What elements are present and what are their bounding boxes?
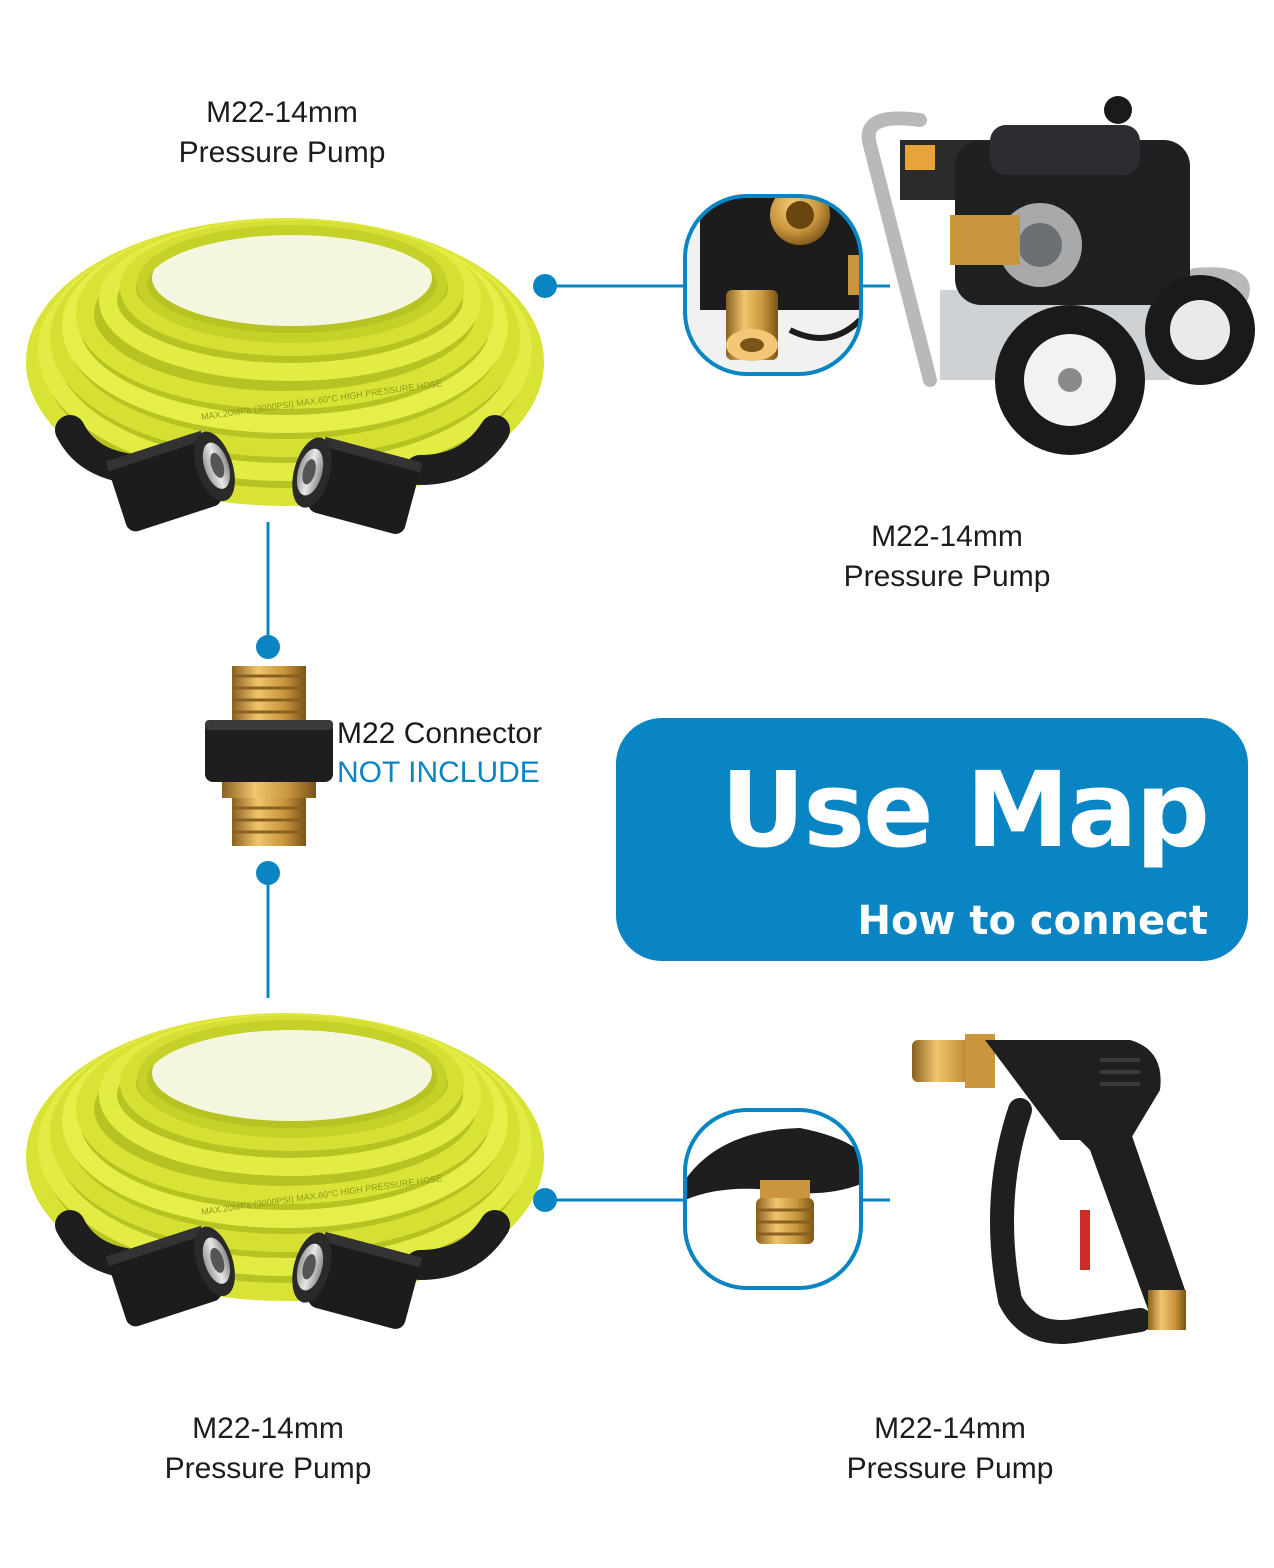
dot-top-hose	[533, 274, 557, 298]
label-gun-line1: M22-14mm	[874, 1412, 1026, 1445]
label-pump: M22-14mm Pressure Pump	[825, 517, 1069, 597]
label-pump-line1: M22-14mm	[871, 520, 1023, 553]
dot-connector-top	[256, 635, 280, 659]
label-bottom-hose-line1: M22-14mm	[192, 1412, 344, 1445]
connector-label-note: NOT INCLUDE	[337, 756, 540, 789]
label-gun-line2: Pressure Pump	[846, 1452, 1054, 1485]
connector-lines	[266, 284, 890, 1202]
pressure-washer-icon	[861, 96, 1255, 455]
dot-connector-bottom	[256, 861, 280, 885]
m22-connector-icon	[205, 666, 333, 846]
label-top-hose-line1: M22-14mm	[206, 96, 358, 129]
banner-subtitle: How to connect	[857, 898, 1208, 944]
banner-title: Use Map	[720, 749, 1210, 871]
dot-bottom-hose	[533, 1188, 557, 1212]
connector-label: M22 Connector NOT INCLUDE	[337, 714, 542, 792]
gun-inlet-closeup	[683, 1108, 863, 1290]
pump-outlet-closeup	[683, 194, 863, 376]
label-top-hose: M22-14mm Pressure Pump	[160, 93, 404, 173]
connector-label-name: M22 Connector	[337, 717, 543, 750]
label-bottom-hose-line2: Pressure Pump	[164, 1452, 372, 1485]
label-gun: M22-14mm Pressure Pump	[828, 1409, 1072, 1489]
spray-gun-icon	[912, 1034, 1186, 1344]
use-map-banner: Use Map How to connect	[616, 718, 1248, 961]
label-top-hose-line2: Pressure Pump	[178, 136, 386, 169]
hose-coil-top	[26, 218, 544, 534]
hose-coil-bottom	[26, 1013, 544, 1329]
label-pump-line2: Pressure Pump	[843, 560, 1051, 593]
label-bottom-hose: M22-14mm Pressure Pump	[146, 1409, 390, 1489]
